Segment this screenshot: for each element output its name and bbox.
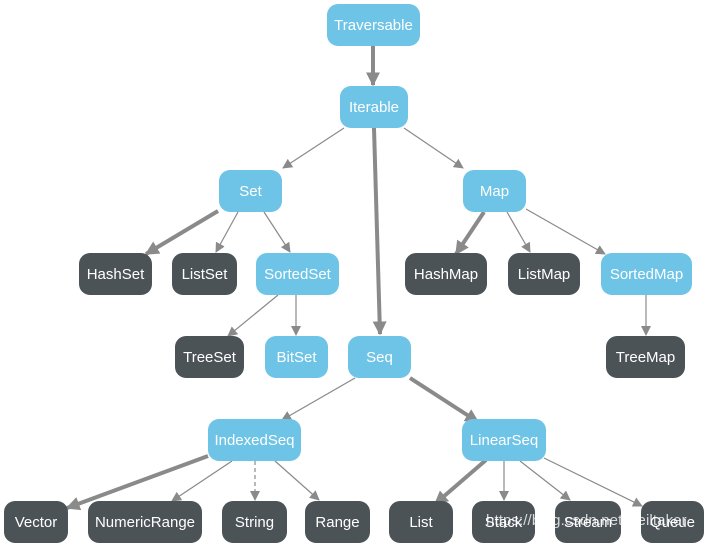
bitset-node: BitSet [265, 336, 328, 378]
treeset-node: TreeSet [175, 336, 244, 378]
edge-map-hashmap [454, 210, 486, 256]
queue-node: Queue [641, 501, 704, 543]
traversable-node: Traversable [327, 4, 420, 46]
edge-iterable-set [282, 127, 345, 169]
numericrange-node: NumericRange [88, 501, 202, 543]
list-node: List [389, 501, 453, 543]
edge-seq-indexedseq [281, 377, 356, 421]
edge-linearseq-stream [519, 460, 571, 501]
edge-sortedset-treeset [227, 294, 279, 337]
sortedmap-node: SortedMap [601, 253, 692, 295]
linearseq-node: LinearSeq [462, 419, 546, 461]
edge-seq-linearseq [408, 376, 480, 424]
vector-node: Vector [4, 501, 68, 543]
edge-iterable-map [403, 127, 464, 169]
listmap-node: ListMap [508, 253, 580, 295]
iterable-node: Iterable [340, 86, 408, 128]
edge-indexedseq-range [274, 460, 320, 501]
set-node: Set [219, 170, 282, 212]
edge-linearseq-list [433, 458, 488, 506]
edge-set-listset [215, 211, 239, 253]
treemap-node: TreeMap [606, 336, 685, 378]
watermark-text: https://blog.csdn.net/Heiltaker [486, 512, 687, 529]
edge-indexedseq-numericrange [171, 460, 233, 502]
edge-map-listmap [506, 211, 531, 253]
stack-node: Stack [472, 501, 535, 543]
listset-node: ListSet [172, 253, 237, 295]
hashset-node: HashSet [79, 253, 152, 295]
edge-set-hashset [144, 209, 220, 256]
indexedseq-node: IndexedSeq [208, 419, 301, 461]
sortedset-node: SortedSet [256, 253, 339, 295]
edge-linearseq-queue [543, 457, 643, 507]
edge-indexedseq-vector [65, 454, 209, 511]
stream-node: Stream [555, 501, 621, 543]
edge-map-sortedmap [525, 208, 606, 255]
seq-node: Seq [348, 336, 411, 378]
string-node: String [222, 501, 287, 543]
range-node: Range [305, 501, 370, 543]
hashmap-node: HashMap [405, 253, 487, 295]
edge-set-sortedset [263, 211, 291, 253]
map-node: Map [463, 170, 526, 212]
edge-iterable-seq [372, 127, 387, 336]
